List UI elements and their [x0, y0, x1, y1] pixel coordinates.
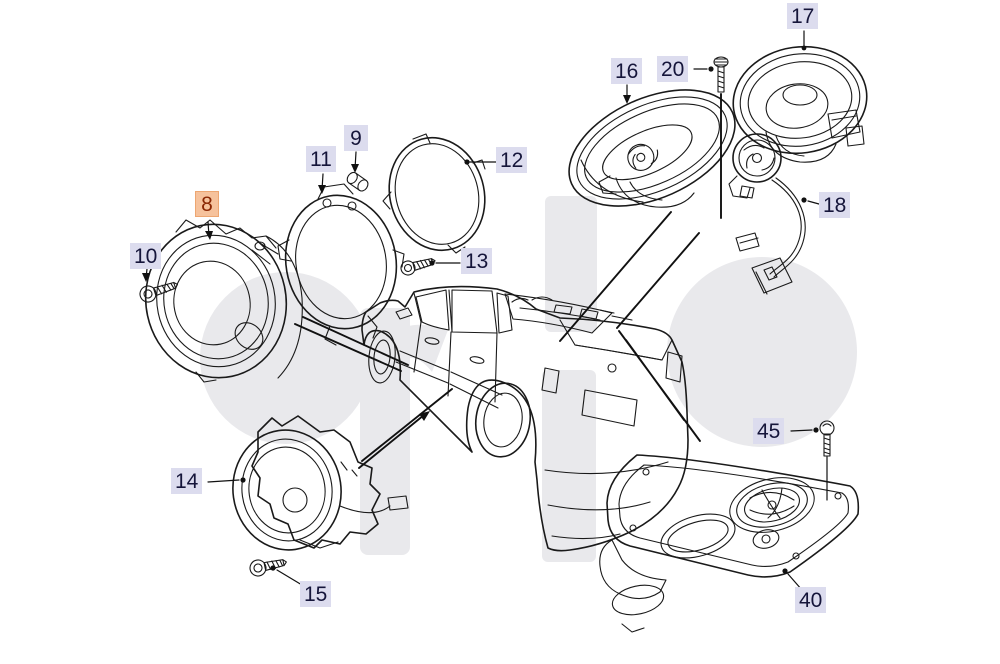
- screw-10[interactable]: [138, 277, 180, 304]
- part-label-9[interactable]: 9: [344, 125, 368, 151]
- part-label-8[interactable]: 8: [195, 191, 219, 217]
- part-label-14[interactable]: 14: [171, 468, 203, 494]
- part-label-16[interactable]: 16: [611, 58, 643, 84]
- watermark-orio-logo: [200, 196, 857, 562]
- part-label-15[interactable]: 15: [300, 581, 332, 607]
- rear-door-speaker-14[interactable]: [225, 415, 409, 557]
- bolt-45[interactable]: [819, 420, 835, 457]
- part-label-17[interactable]: 17: [787, 3, 819, 29]
- tweeter-wiring-18[interactable]: [728, 133, 806, 295]
- speaker-8[interactable]: [132, 211, 303, 391]
- part-label-45[interactable]: 45: [753, 418, 785, 444]
- car-illustration: [361, 285, 689, 552]
- screw-20[interactable]: [713, 56, 729, 93]
- part-label-13[interactable]: 13: [461, 248, 493, 274]
- part-label-12[interactable]: 12: [496, 147, 528, 173]
- clip-9[interactable]: [345, 170, 370, 192]
- speaker-17[interactable]: [726, 38, 873, 163]
- screw-15[interactable]: [249, 554, 289, 577]
- trim-ring-12[interactable]: [376, 126, 498, 261]
- part-label-20[interactable]: 20: [657, 56, 689, 82]
- subwoofer-box-40[interactable]: [599, 454, 860, 633]
- pointer-lines: [142, 30, 828, 591]
- part-label-11[interactable]: 11: [306, 146, 336, 172]
- part-label-40[interactable]: 40: [795, 587, 827, 613]
- part-label-10[interactable]: 10: [130, 243, 162, 269]
- oval-speaker-16[interactable]: [551, 67, 752, 230]
- part-label-18[interactable]: 18: [819, 192, 851, 218]
- bracket-11[interactable]: [275, 183, 407, 346]
